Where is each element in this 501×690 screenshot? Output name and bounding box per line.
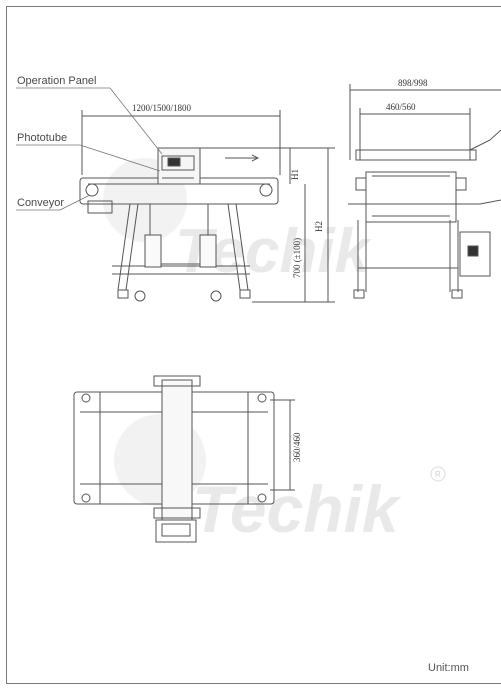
label-phototube: Phototube xyxy=(17,132,67,144)
side-view xyxy=(348,84,501,299)
dim-aperture-width: 360/460 xyxy=(292,432,302,462)
dim-conveyor-height: 700 (±100) xyxy=(292,238,302,278)
dim-width-outer: 898/998 xyxy=(398,78,428,88)
top-view xyxy=(73,375,295,543)
label-operation-panel: Operation Panel xyxy=(17,75,97,87)
dim-width-inner: 460/560 xyxy=(386,102,416,112)
front-view xyxy=(79,110,335,303)
svg-text:Techik: Techik xyxy=(192,472,402,546)
svg-text:R: R xyxy=(435,470,441,479)
dim-h2: H2 xyxy=(314,221,324,232)
watermark-top: Techik xyxy=(103,158,373,286)
unit-label: Unit:mm xyxy=(428,662,469,674)
dim-length: 1200/1500/1800 xyxy=(132,103,192,113)
label-conveyor: Conveyor xyxy=(17,197,64,209)
callout-lines xyxy=(16,87,163,211)
drawing-frame xyxy=(6,6,501,684)
dim-h1: H1 xyxy=(290,169,300,180)
